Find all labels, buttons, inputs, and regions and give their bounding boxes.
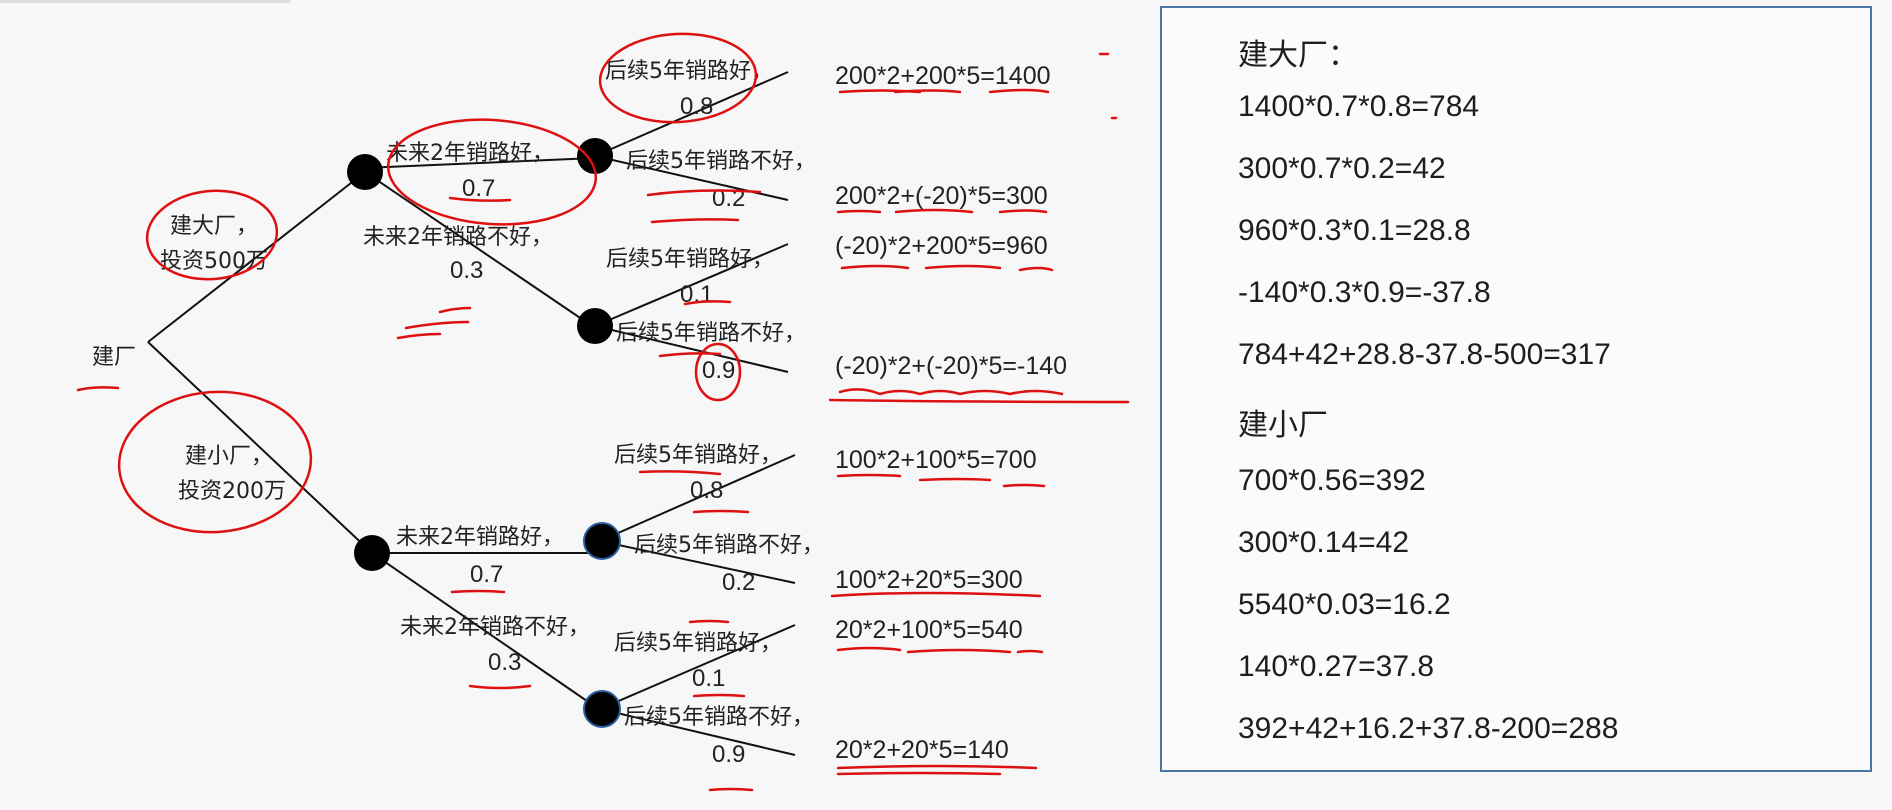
- big-gb-prob: 0.2: [712, 185, 745, 212]
- small-bad2-label: 未来2年销路不好，: [400, 615, 590, 640]
- big-branch-name: 建大厂，: [170, 214, 258, 239]
- big-payoff-1: 200*2+200*5=1400: [835, 62, 1051, 90]
- underline-small-payoff-2: [830, 591, 1042, 598]
- underline-small-bb-prob: [708, 787, 754, 792]
- scribble-big-bad2: [396, 306, 472, 340]
- underline-big-bg: [658, 300, 732, 358]
- edge-big-bg: [594, 243, 789, 327]
- node-big-bad: [577, 308, 613, 344]
- small-bg-prob: 0.1: [692, 665, 725, 692]
- circle-big-gg: [598, 32, 758, 124]
- big-payoff-3: (-20)*2+200*5=960: [835, 232, 1048, 260]
- circle-big-good2: [386, 118, 598, 226]
- calculation-panel: 建大厂： 1400*0.7*0.8=784 300*0.7*0.2=42 960…: [1160, 6, 1872, 772]
- underline-payoff-3: [840, 264, 1054, 272]
- calc-small-line-3: 5540*0.03=16.2: [1238, 588, 1451, 621]
- big-payoff-2: 200*2+(-20)*5=300: [835, 182, 1048, 210]
- big-good2-label: 未来2年销路好，: [386, 141, 554, 166]
- big-bad2-prob: 0.3: [450, 257, 483, 284]
- calc-big-line-4: -140*0.3*0.9=-37.8: [1238, 276, 1491, 309]
- small-branch-name: 建小厂，: [185, 444, 273, 469]
- big-gg-prob: 0.8: [680, 93, 713, 120]
- small-bb-label: 后续5年销路不好，: [624, 705, 814, 730]
- underline-small-gg: [638, 470, 750, 514]
- underline-payoff-2: [836, 208, 1048, 214]
- small-bg-label: 后续5年销路好，: [614, 631, 782, 656]
- underline-small-payoff-4: [836, 764, 1038, 776]
- big-bb-prob: 0.9: [702, 357, 735, 384]
- edge-small-bg: [599, 624, 796, 710]
- small-payoff-4: 20*2+20*5=140: [835, 736, 1009, 764]
- small-gb-label: 后续5年销路不好，: [634, 533, 824, 558]
- calc-small-line-2: 300*0.14=42: [1238, 526, 1410, 559]
- tree-labels: 建厂 建大厂， 投资500万 未来2年销路好， 0.7 未来2年销路不好， 0.…: [92, 59, 1067, 768]
- edge-big-bad2: [364, 171, 596, 329]
- node-big-good: [577, 138, 613, 174]
- small-payoff-2: 100*2+20*5=300: [835, 566, 1023, 594]
- big-bb-label: 后续5年销路不好，: [616, 321, 806, 346]
- decision-tree: 建厂 建大厂， 投资500万 未来2年销路好， 0.7 未来2年销路不好， 0.…: [76, 32, 1130, 792]
- small-payoff-3: 20*2+100*5=540: [835, 616, 1023, 644]
- circle-small-branch: [117, 390, 313, 534]
- small-payoff-1: 100*2+100*5=700: [835, 446, 1037, 474]
- underline-small-bad2: [468, 619, 746, 698]
- calc-big-line-2: 300*0.7*0.2=42: [1238, 152, 1446, 185]
- circle-big-branch: [145, 189, 279, 281]
- small-branch-invest: 投资200万: [178, 479, 286, 504]
- edge-small-bb: [599, 708, 796, 756]
- edge-big-gg: [594, 71, 789, 157]
- edge-small-bad2: [371, 552, 601, 711]
- top-divider: [0, 0, 290, 3]
- small-good2-label: 未来2年销路好，: [396, 525, 564, 550]
- underline-payoff-1: [838, 88, 1050, 94]
- calc-big-title: 建大厂：: [1238, 38, 1358, 73]
- node-small-bad: [583, 690, 621, 728]
- underline-big-good2-prob: [448, 196, 512, 202]
- small-gb-prob: 0.2: [722, 569, 755, 596]
- small-gg-prob: 0.8: [690, 477, 723, 504]
- underline-small-payoff-1: [836, 473, 1046, 488]
- root-label: 建厂: [92, 345, 136, 370]
- edge-small-gg: [599, 454, 796, 542]
- node-small-decision: [354, 535, 390, 571]
- calc-small-line-1: 700*0.56=392: [1238, 464, 1426, 497]
- calc-big-total: 784+42+28.8-37.8-500=317: [1238, 338, 1611, 371]
- small-bb-prob: 0.9: [712, 741, 745, 768]
- edge-small-gb: [599, 540, 796, 584]
- calc-big-line-1: 1400*0.7*0.8=784: [1238, 90, 1480, 123]
- small-good2-prob: 0.7: [470, 561, 503, 588]
- calc-small-title: 建小厂: [1238, 408, 1328, 443]
- underline-long: [828, 398, 1130, 404]
- edge-small: [147, 341, 373, 554]
- red-dots: [1098, 52, 1118, 120]
- big-bg-label: 后续5年销路好，: [606, 247, 774, 272]
- underline-small-payoff-3: [836, 646, 1044, 654]
- big-payoff-4: (-20)*2+(-20)*5=-140: [835, 352, 1067, 380]
- big-good2-prob: 0.7: [462, 175, 495, 202]
- small-bad2-prob: 0.3: [488, 649, 521, 676]
- red-annotations: [76, 32, 1130, 792]
- calc-small-total: 392+42+16.2+37.8-200=288: [1238, 712, 1619, 745]
- underline-root: [76, 386, 120, 392]
- node-small-good: [583, 522, 621, 560]
- big-bad2-label: 未来2年销路不好，: [363, 225, 553, 250]
- underline-big-gb: [646, 189, 762, 224]
- small-gg-label: 后续5年销路好，: [614, 443, 782, 468]
- wavy-payoff-4: [838, 388, 1064, 396]
- big-gg-label: 后续5年销路好，: [605, 59, 773, 84]
- edge-big-good2: [364, 157, 596, 169]
- circle-big-bb-prob: [694, 342, 742, 402]
- calc-small-line-4: 140*0.27=37.8: [1238, 650, 1435, 683]
- calc-big-line-3: 960*0.3*0.1=28.8: [1238, 214, 1471, 247]
- edge-big-bb: [594, 325, 789, 373]
- tree-edges: [147, 71, 796, 756]
- edge-big: [147, 171, 366, 343]
- big-gb-label: 后续5年销路不好，: [626, 149, 816, 174]
- node-big-decision: [347, 154, 383, 190]
- big-branch-invest: 投资500万: [160, 249, 268, 274]
- underline-small-good2-prob: [450, 589, 506, 594]
